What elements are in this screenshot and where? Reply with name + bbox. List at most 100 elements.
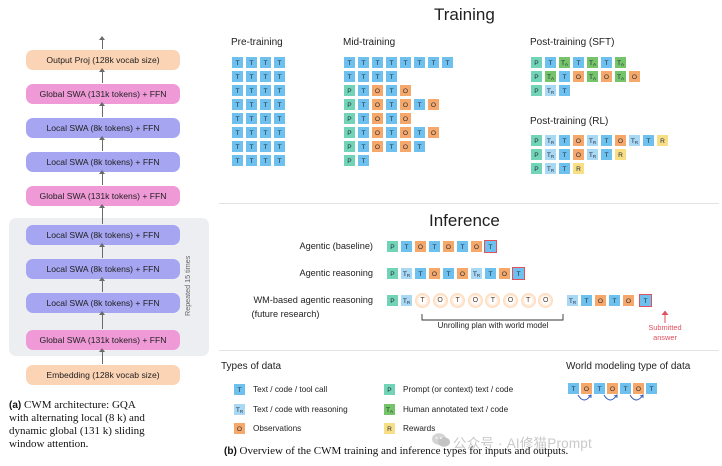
token-t: T	[600, 134, 613, 147]
flow-arrow	[99, 170, 105, 185]
token-t: T	[259, 98, 272, 111]
token-t: T	[245, 98, 258, 111]
token-t: T	[273, 154, 286, 167]
wm-arcs	[577, 394, 644, 401]
token-tr: TR	[233, 403, 246, 416]
caption-a-line: CWM architecture: GQA	[23, 399, 136, 411]
midtraining-title: Mid-training	[343, 37, 396, 48]
wm-agentic-sublabel: (future research)	[251, 309, 320, 319]
token-o: O	[600, 70, 613, 83]
token-r: R	[383, 422, 396, 435]
token-t: T	[484, 267, 497, 280]
token-o: O	[414, 240, 427, 253]
token-t: T	[572, 56, 585, 69]
legend-label: Text / code with reasoning	[253, 405, 348, 414]
token-t: T	[273, 70, 286, 83]
token-p: P	[530, 84, 543, 97]
token-t: T	[259, 140, 272, 153]
flow-arrow	[99, 348, 105, 364]
token-ta: TA	[383, 403, 396, 416]
token-t: T	[371, 70, 384, 83]
token-t: T	[580, 294, 593, 307]
token-t: T	[558, 148, 571, 161]
arch-block-pink: Global SWA (131k tokens) + FFN	[26, 330, 180, 350]
token-t: T	[385, 84, 398, 97]
arch-block-purple: Local SWA (8k tokens) + FFN	[26, 152, 180, 172]
token-r: R	[572, 162, 585, 175]
arch-block-pink: Global SWA (131k tokens) + FFN	[26, 84, 180, 104]
caption-a: (a) CWM architecture: GQA with alternati…	[9, 399, 214, 451]
inference-title: Inference	[429, 211, 500, 230]
token-t: T	[259, 84, 272, 97]
token-t: T	[399, 56, 412, 69]
legend-label: Observations	[253, 424, 302, 433]
token-t: T	[245, 56, 258, 69]
token-p: P	[343, 112, 356, 125]
token-t: T	[600, 148, 613, 161]
flow-arrow	[99, 102, 105, 117]
watermark: 公众号 · AI修猫Prompt	[453, 436, 592, 451]
token-tr: TR	[544, 134, 557, 147]
token-tr: TR	[566, 294, 579, 307]
token-t: T	[245, 140, 258, 153]
token-p: P	[343, 154, 356, 167]
arch-block-pink: Global SWA (131k tokens) + FFN	[26, 186, 180, 206]
token-o: O	[371, 112, 384, 125]
token-t: T	[231, 70, 244, 83]
token-t: T	[413, 56, 426, 69]
token-t: T	[385, 98, 398, 111]
token-t: T	[231, 84, 244, 97]
token-t: T	[427, 56, 440, 69]
token-o: O	[572, 134, 585, 147]
token-t: T	[385, 140, 398, 153]
caption-b-tag: (b)	[224, 446, 237, 457]
token-t: T	[600, 56, 613, 69]
agentic-reasoning-label: Agentic reasoning	[299, 268, 373, 278]
token-t: T	[645, 382, 658, 395]
token-t: T	[273, 112, 286, 125]
imagined-token: O	[538, 293, 554, 308]
token-t: T	[428, 240, 441, 253]
token-ta: TA	[558, 56, 571, 69]
agentic-baseline-label: Agentic (baseline)	[299, 241, 373, 251]
token-r: R	[656, 134, 669, 147]
caption-a-line: dynamic global (131 k) sliding	[9, 425, 145, 437]
token-t: T	[343, 70, 356, 83]
token-t: T	[357, 70, 370, 83]
token-t: T	[273, 84, 286, 97]
unrolling-label: Unrolling plan with world model	[437, 321, 549, 330]
divider-inference	[219, 350, 719, 351]
token-tr: TR	[400, 267, 413, 280]
token-o: O	[233, 422, 246, 435]
token-t: T	[231, 154, 244, 167]
legend-label: Rewards	[403, 424, 436, 433]
token-t: T	[343, 56, 356, 69]
token-t: T	[608, 294, 621, 307]
token-o: O	[614, 134, 627, 147]
divider-training	[219, 203, 719, 204]
wm-data-title: World modeling type of data	[566, 361, 691, 372]
token-t: T	[558, 84, 571, 97]
token-o: O	[606, 382, 619, 395]
token-t: T	[357, 112, 370, 125]
token-t: T	[259, 56, 272, 69]
legend-label: Human annotated text / code	[403, 405, 509, 414]
token-t: T	[558, 70, 571, 83]
token-t: T	[593, 382, 606, 395]
arch-block-purple: Local SWA (8k tokens) + FFN	[26, 118, 180, 138]
arch-block-purple: Local SWA (8k tokens) + FFN	[26, 293, 180, 313]
token-tr: TR	[628, 134, 641, 147]
token-t: T	[357, 98, 370, 111]
token-t: T	[245, 84, 258, 97]
token-t: T	[413, 140, 426, 153]
token-t: T	[259, 126, 272, 139]
token-t: T	[413, 126, 426, 139]
token-t: T	[231, 112, 244, 125]
legend-title: Types of data	[221, 361, 282, 372]
token-t: T	[245, 126, 258, 139]
arch-block-orange: Output Proj (128k vocab size)	[26, 50, 180, 70]
flow-arrow	[99, 277, 105, 292]
token-p: P	[343, 84, 356, 97]
token-o: O	[442, 240, 455, 253]
token-t: T	[385, 70, 398, 83]
